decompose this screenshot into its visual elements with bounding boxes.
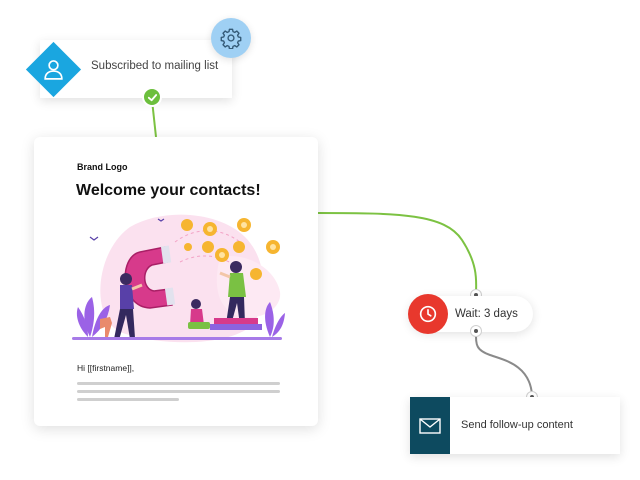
email-preview-card[interactable]: Brand Logo Welcome your contacts! (34, 137, 318, 426)
trigger-label: Subscribed to mailing list (91, 60, 219, 72)
placeholder-text-line (77, 382, 280, 385)
status-check-badge (142, 87, 162, 107)
email-heading: Welcome your contacts! (76, 182, 261, 199)
magnet-illustration (72, 214, 285, 343)
wait-output-port[interactable] (471, 326, 481, 336)
email-greeting: Hi [[firstname]], (77, 363, 135, 373)
connector-wait-to-send (475, 332, 533, 396)
placeholder-text-line (77, 398, 179, 401)
check-icon (147, 93, 157, 101)
trigger-diamond[interactable] (25, 41, 82, 98)
connector-email-to-wait (317, 212, 478, 295)
gear-icon (220, 28, 242, 49)
brand-logo-text: Brand Logo (77, 162, 128, 172)
mail-icon (419, 417, 441, 434)
settings-button[interactable] (211, 18, 251, 58)
clock-icon (419, 305, 437, 323)
send-step-badge (410, 397, 450, 454)
wait-step-badge (408, 294, 448, 334)
wait-input-port[interactable] (471, 290, 481, 300)
send-step-label: Send follow-up content (461, 419, 573, 431)
placeholder-text-line (77, 390, 280, 393)
user-icon (44, 60, 63, 80)
send-step-node[interactable]: Send follow-up content (410, 397, 620, 454)
wait-step-label: Wait: 3 days (455, 308, 518, 320)
